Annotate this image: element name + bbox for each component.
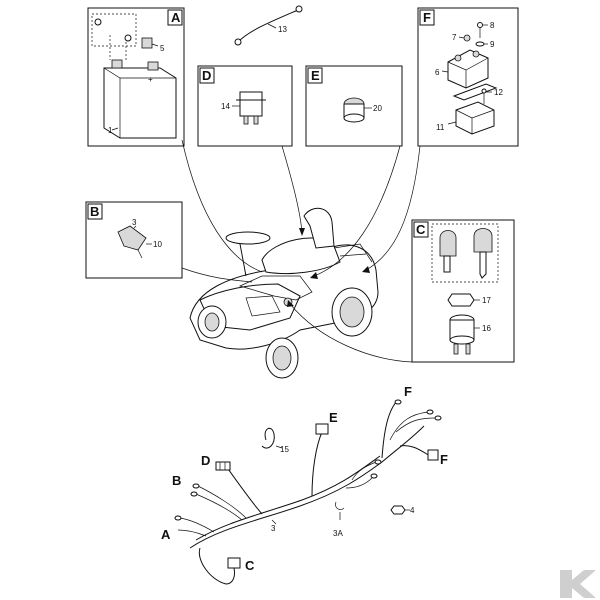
box-e-letter: E (311, 68, 320, 83)
wire-letter-f-right: F (440, 452, 448, 467)
part-label-13: 13 (278, 25, 287, 34)
part-label-7: 7 (452, 33, 457, 42)
wire-letter-a: A (161, 527, 171, 542)
cable-13 (234, 5, 303, 46)
wire-letter-d: D (201, 453, 210, 468)
part-label-3a: 3A (333, 529, 343, 538)
box-b: B (85, 201, 183, 279)
box-f: F (417, 7, 519, 147)
part-label-15: 15 (280, 445, 289, 454)
svg-text:+: + (148, 75, 153, 84)
part-label-20: 20 (373, 104, 382, 113)
box-a-letter: A (171, 10, 181, 25)
part-label-6: 6 (435, 68, 440, 77)
part-label-9: 9 (490, 40, 495, 49)
box-a: A + (87, 7, 185, 147)
part-label-8: 8 (490, 21, 495, 30)
part-label-17: 17 (482, 296, 491, 305)
box-d-letter: D (202, 68, 211, 83)
k-brand-logo (560, 570, 596, 598)
wire-letter-b: B (172, 473, 181, 488)
box-b-letter: B (90, 204, 99, 219)
part-label-1: 1 (108, 126, 113, 135)
part-label-5: 5 (160, 44, 165, 53)
wire-letter-e: E (329, 410, 338, 425)
vehicle-illustration (189, 207, 379, 379)
wire-letter-f-top: F (404, 384, 412, 399)
part-label-3-boxb: 3 (132, 218, 137, 227)
part-label-11: 11 (436, 123, 445, 132)
wire-letter-c: C (245, 558, 255, 573)
box-c: C (411, 219, 515, 363)
leader-lines (181, 139, 421, 363)
part-label-4: 4 (410, 506, 415, 515)
part-label-3: 3 (271, 524, 276, 533)
box-c-letter: C (416, 222, 426, 237)
part-label-12: 12 (494, 88, 503, 97)
box-e: E (305, 65, 403, 147)
part-label-14: 14 (221, 102, 230, 111)
box-f-letter: F (423, 10, 431, 25)
part-label-16: 16 (482, 324, 491, 333)
part-label-10: 10 (153, 240, 162, 249)
box-d: D (197, 65, 293, 147)
wiring-harness (174, 399, 442, 585)
